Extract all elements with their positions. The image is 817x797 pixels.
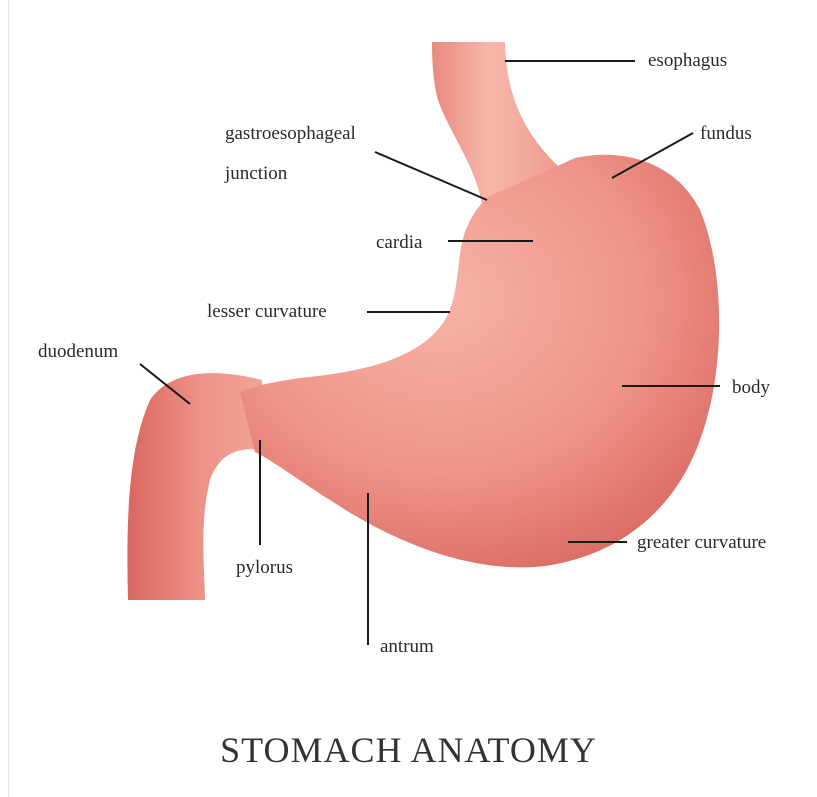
stomach-body-shape	[240, 155, 719, 568]
duodenum-label: duodenum	[38, 342, 118, 361]
diagram-title: STOMACH ANATOMY	[0, 732, 817, 768]
esophagus-label: esophagus	[648, 51, 727, 70]
greater-curvature-label: greater curvature	[637, 533, 766, 552]
gastroesophageal-label-line2: junction	[225, 164, 287, 183]
fundus-label: fundus	[700, 124, 752, 143]
antrum-label: antrum	[380, 637, 434, 656]
gastroesophageal-label-line1: gastroesophageal	[225, 124, 356, 143]
pylorus-label: pylorus	[236, 558, 293, 577]
cardia-label: cardia	[376, 233, 422, 252]
body-label: body	[732, 378, 770, 397]
lesser-curvature-label: lesser curvature	[207, 302, 327, 321]
